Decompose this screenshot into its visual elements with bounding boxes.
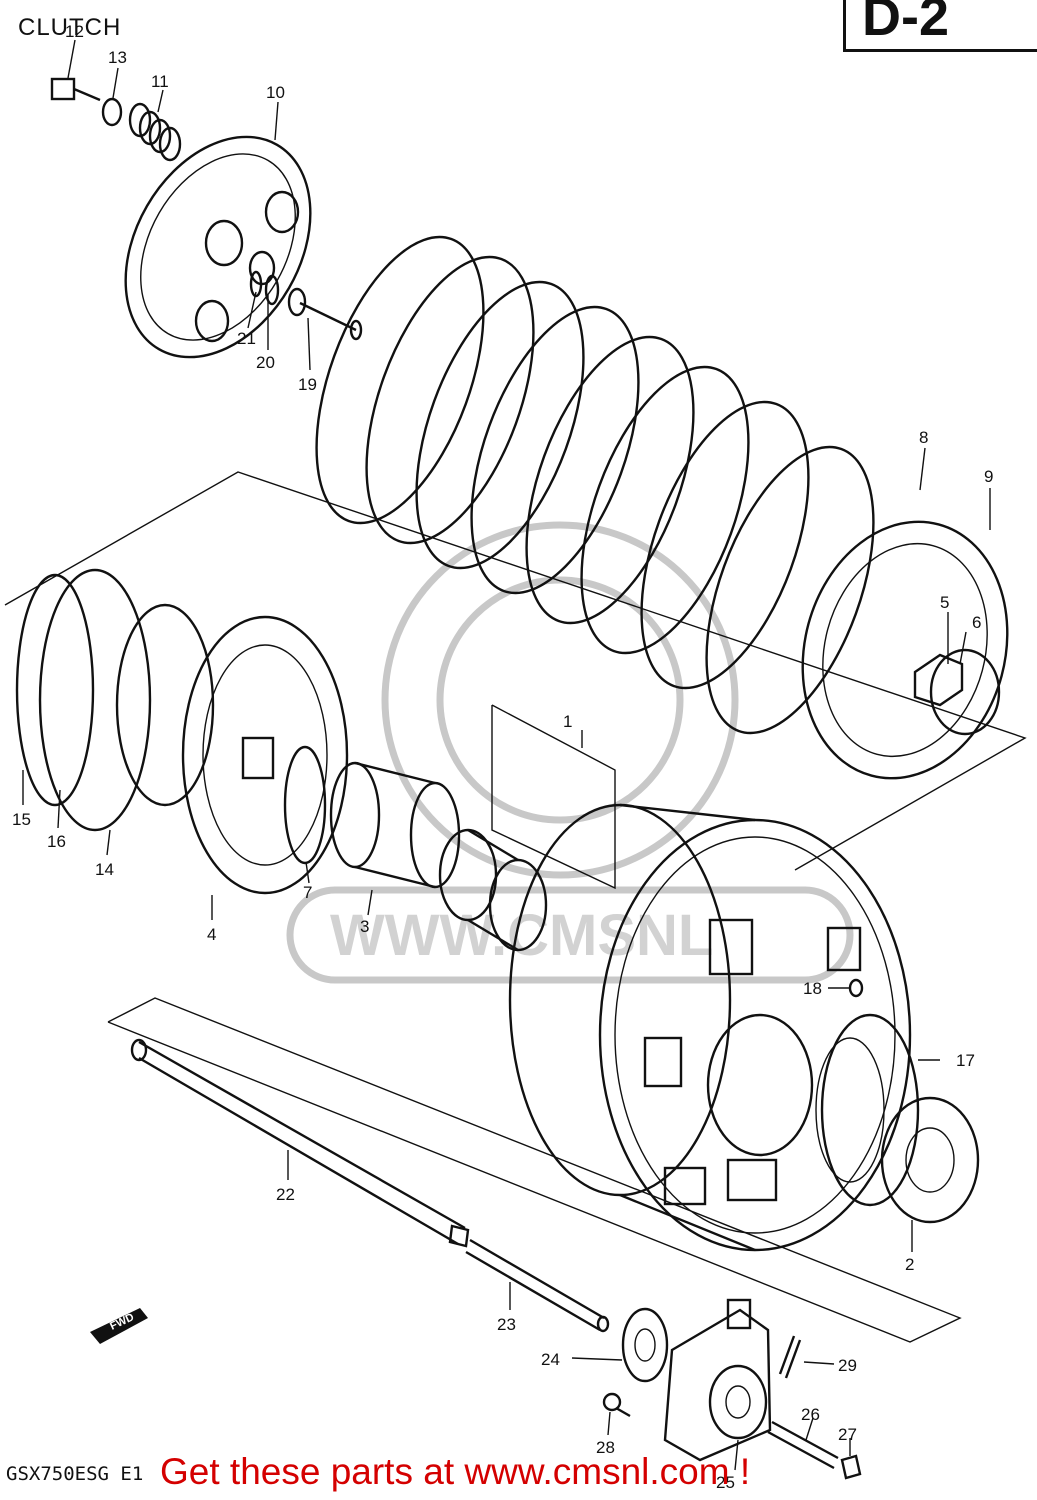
needle-bearing bbox=[329, 761, 461, 889]
part-23-label: 23 bbox=[497, 1315, 516, 1334]
clutch-release-cam bbox=[663, 1298, 772, 1462]
part-11-label: 11 bbox=[151, 72, 169, 91]
part-15-label: 15 bbox=[12, 810, 31, 829]
promo-link[interactable]: Get these parts at www.cmsnl.com ! bbox=[160, 1451, 751, 1492]
clutch-spring bbox=[128, 102, 182, 162]
part-1-label: 1 bbox=[563, 712, 572, 731]
part-2-label: 2 bbox=[905, 1255, 914, 1274]
part-29-label: 29 bbox=[838, 1356, 857, 1375]
part-5-label: 5 bbox=[940, 593, 949, 612]
oil-seal bbox=[621, 1307, 669, 1383]
part-20-label: 20 bbox=[256, 353, 275, 372]
part-7-label: 7 bbox=[303, 883, 312, 902]
part-28-label: 28 bbox=[596, 1438, 615, 1457]
part-10-label: 10 bbox=[266, 83, 285, 102]
part-9-label: 9 bbox=[984, 467, 993, 486]
part-8-label: 8 bbox=[919, 428, 928, 447]
lock-nut bbox=[840, 1454, 862, 1480]
washer bbox=[101, 97, 123, 127]
part-26-label: 26 bbox=[801, 1405, 820, 1424]
watermark-logo: WWW.CMSNL bbox=[286, 521, 854, 984]
part-12-label: 12 bbox=[65, 22, 84, 41]
screw bbox=[602, 1392, 631, 1418]
part-13-label: 13 bbox=[108, 48, 127, 67]
clutch-housing bbox=[508, 803, 912, 1252]
clutch-push-rod bbox=[130, 1038, 470, 1248]
part-24-label: 24 bbox=[541, 1350, 560, 1369]
thrust-washer-2 bbox=[880, 1096, 980, 1224]
part-21-label: 21 bbox=[237, 329, 256, 348]
part-27-label: 27 bbox=[838, 1425, 857, 1444]
model-code: GSX750ESG E1 bbox=[6, 1463, 144, 1485]
fwd-arrow-icon: FWD bbox=[90, 1308, 148, 1344]
callout-leaders bbox=[22, 39, 991, 1471]
part-3-label: 3 bbox=[360, 917, 369, 936]
assembly-guide-lines bbox=[4, 471, 1027, 1343]
adjusting-screw bbox=[767, 1420, 839, 1470]
part-14-label: 14 bbox=[95, 860, 114, 879]
clutch-push-rod-2 bbox=[465, 1238, 610, 1333]
part-number-labels: 1 2 3 4 5 6 7 8 9 10 11 12 13 14 15 16 1… bbox=[12, 22, 993, 1492]
part-6-label: 6 bbox=[972, 613, 981, 632]
part-16-label: 16 bbox=[47, 832, 66, 851]
pin bbox=[848, 978, 864, 998]
clutch-spring-bolt bbox=[50, 77, 101, 102]
section-code: D-2 bbox=[862, 0, 950, 47]
spacer-sleeve bbox=[438, 828, 548, 952]
pressure-plate bbox=[124, 135, 312, 359]
part-4-label: 4 bbox=[207, 925, 216, 944]
part-17-label: 17 bbox=[956, 1051, 975, 1070]
clutch-plate-stack bbox=[315, 235, 875, 735]
oil-pump-drive-gear bbox=[815, 1013, 920, 1207]
part-25-label: 25 bbox=[716, 1473, 735, 1492]
page-title: CLUTCH bbox=[18, 14, 122, 41]
clutch-sleeve-hub bbox=[801, 520, 1009, 780]
part-18-label: 18 bbox=[803, 979, 822, 998]
section-code-box bbox=[843, 0, 1037, 52]
part-19-label: 19 bbox=[298, 375, 317, 394]
return-spring bbox=[778, 1335, 802, 1379]
thrust-washer bbox=[283, 745, 327, 865]
part-22-label: 22 bbox=[276, 1185, 295, 1204]
primary-driven-gear-group bbox=[15, 568, 349, 895]
